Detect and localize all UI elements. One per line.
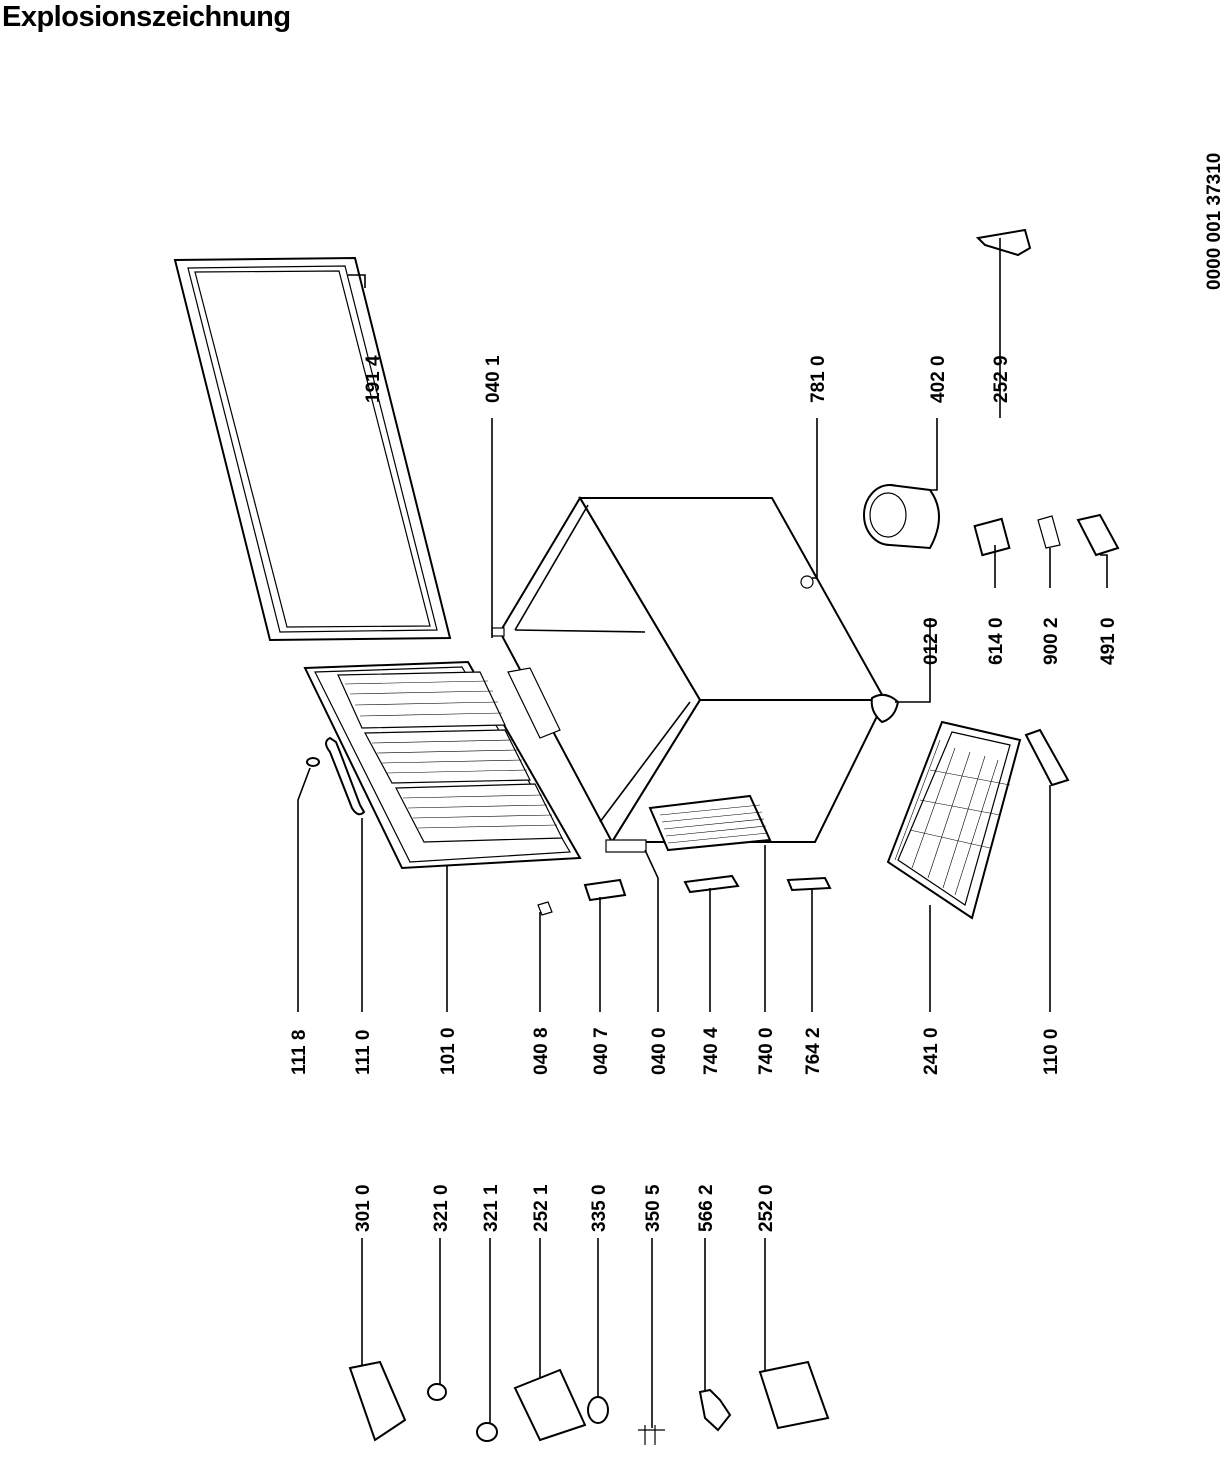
door-gasket — [173, 256, 452, 642]
part-label-0401: 040 1 — [483, 355, 504, 403]
part-label-0120: 012 0 — [921, 617, 942, 665]
leader-lines — [297, 238, 1108, 1428]
cabinet — [491, 496, 900, 845]
part-label-1110: 111 0 — [353, 1030, 374, 1075]
part-label-7400: 740 0 — [756, 1027, 777, 1075]
part-label-5662: 566 2 — [696, 1184, 717, 1232]
part-label-3010: 301 0 — [353, 1184, 374, 1232]
cover-0407 — [583, 878, 627, 902]
wire-basket — [886, 720, 1022, 920]
part-label-2520: 252 0 — [756, 1184, 777, 1232]
part-label-3210: 321 0 — [431, 1184, 452, 1232]
part-label-3211: 321 1 — [481, 1184, 502, 1232]
pin-3505 — [638, 1425, 665, 1445]
part-label-7404: 740 4 — [701, 1027, 722, 1075]
tube-7642 — [786, 876, 832, 892]
part-label-6140: 614 0 — [986, 617, 1007, 665]
part-label-7810: 781 0 — [808, 355, 829, 403]
part-label-9002: 900 2 — [1041, 617, 1062, 665]
knob-3210 — [427, 1383, 447, 1401]
handle-cap — [306, 757, 320, 767]
thermostat-2520 — [758, 1360, 830, 1430]
bracket-7404 — [683, 874, 740, 894]
lid-panel — [303, 660, 582, 870]
part-label-4910: 491 0 — [1098, 617, 1119, 665]
clip-9002 — [1037, 515, 1061, 549]
rail-1100 — [1024, 728, 1070, 787]
lid-handle — [325, 736, 366, 816]
page-title: Explosionszeichnung — [2, 1, 291, 33]
bracket-2529 — [975, 228, 1032, 257]
part-label-0407: 040 7 — [591, 1027, 612, 1075]
knob-3211 — [476, 1422, 498, 1442]
part-label-2521: 252 1 — [531, 1184, 552, 1232]
part-label-3350: 335 0 — [589, 1184, 610, 1232]
box-4910 — [1076, 513, 1120, 557]
part-label-1914: 191 4 — [363, 355, 384, 403]
clip-0408 — [537, 901, 553, 916]
evaporator-grille — [648, 794, 772, 852]
housing-2521 — [513, 1368, 587, 1442]
part-label-2410: 241 0 — [921, 1027, 942, 1075]
spring-5662 — [698, 1388, 732, 1432]
part-label-0408: 040 8 — [531, 1027, 552, 1075]
part-label-1118: 111 8 — [289, 1030, 310, 1075]
part-label-7642: 764 2 — [803, 1027, 824, 1075]
part-label-0400: 040 0 — [649, 1027, 670, 1075]
part-label-1100: 110 0 — [1041, 1029, 1062, 1076]
part-label-3505: 350 5 — [643, 1184, 664, 1232]
part-label-1010: 101 0 — [438, 1027, 459, 1075]
compressor — [863, 484, 940, 550]
relay-6140 — [973, 517, 1011, 557]
panel-3010 — [348, 1360, 407, 1442]
part-label-4020: 402 0 — [928, 355, 949, 403]
hinge-foot — [605, 839, 647, 853]
part-label-2529: 252 9 — [991, 355, 1012, 403]
coil-3350 — [587, 1396, 609, 1424]
